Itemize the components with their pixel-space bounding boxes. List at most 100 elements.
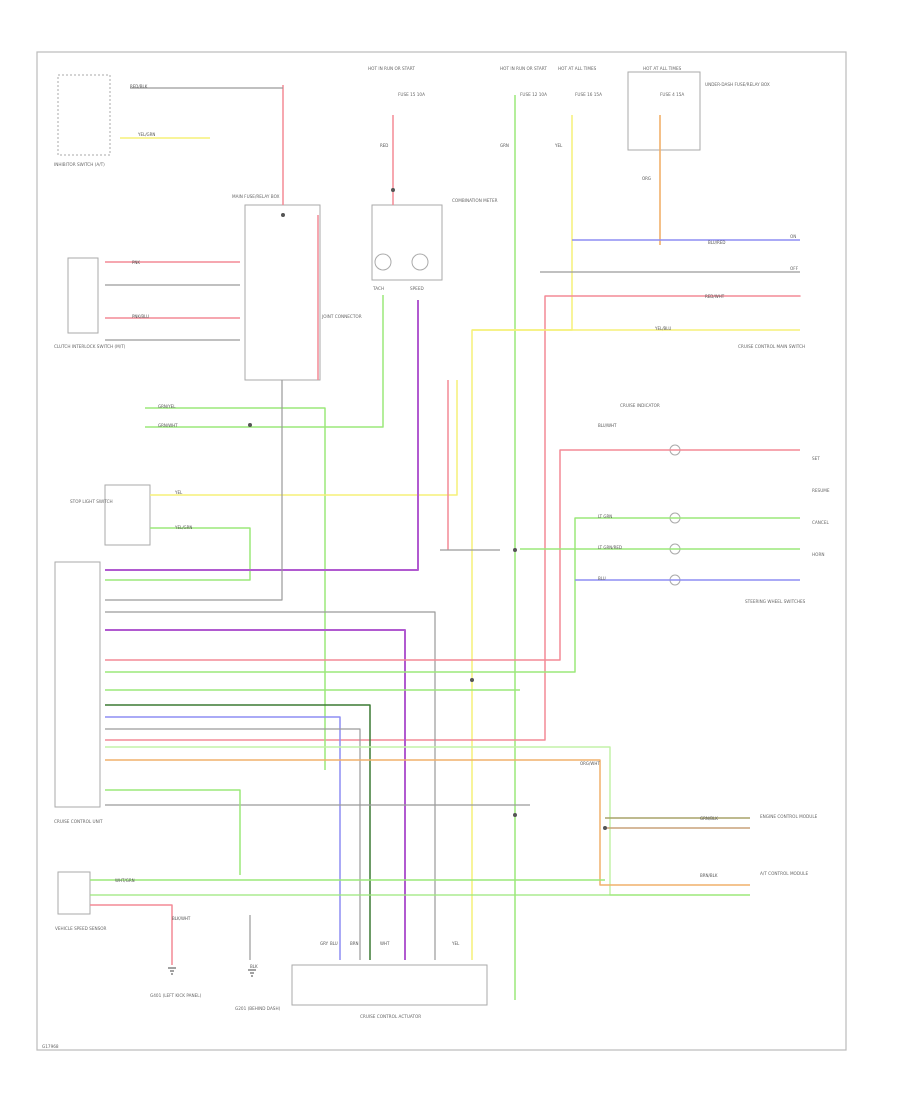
wire-green [145,295,384,428]
wire-blue [105,716,341,960]
cancel-label: CANCEL [812,520,829,525]
speed-label: SPEED [410,286,424,291]
inhibitor-switch-box [57,74,111,156]
set-label: SET [812,456,820,461]
ground-b-icon [248,969,256,977]
cruise-actuator-box [291,964,488,1006]
wire-label: BLU [330,941,338,946]
cruise-actuator-label: CRUISE CONTROL ACTUATOR [360,1014,421,1019]
wire-gray [105,728,361,960]
steering-wheel-label: STEERING WHEEL SWITCHES [745,599,806,604]
diagram-id: G17968 [42,1044,59,1049]
resume-label: RESUME [812,488,830,493]
wire-purple [105,300,419,571]
splice-dot [391,188,395,192]
wire-label: RED/WHT [705,294,725,299]
wire-label: YEL [174,490,183,495]
wire-yellow [471,115,573,960]
speed-gauge-icon [411,253,429,271]
vss-box [57,871,91,915]
tach-label: TACH [372,286,384,291]
combination-meter-box [371,204,443,281]
wire-label: BRN/BLK [700,873,718,878]
ground-a-label: G401 (LEFT KICK PANEL) [150,993,202,998]
wires-layer [90,85,801,1000]
joint-connector-label: JOINT CONNECTOR [321,314,362,319]
fuse-a-sub: FUSE 15 10A [398,92,425,97]
wire-green [145,407,326,770]
splice-dot [281,213,285,217]
wire-label: GRY [320,941,329,946]
wire-green [105,517,800,673]
wire-label: GRN/YEL [158,404,176,409]
wire-label: BLU [598,576,606,581]
wire-label: YEL/BLU [654,326,671,331]
wire-label: RED [380,143,388,148]
ground-a-icon [168,967,176,975]
fuse-d-sub: FUSE 4 15A [660,92,684,97]
wire-label: RED/BLK [130,84,148,89]
combination-meter-2-label: CRUISE INDICATOR [620,403,660,408]
wire-label: ORG [642,176,651,181]
tach-gauge-icon [374,253,392,271]
fuse-a-label: HOT IN RUN OR START [368,66,415,71]
fuse-c-label: HOT AT ALL TIMES [558,66,597,71]
wire-purple [105,629,406,960]
wire-label: YEL/GRN [137,132,155,137]
wire-gray [105,611,436,960]
splice-dot [513,548,517,552]
cruise-control-unit-box [54,561,101,808]
ecm-label: ENGINE CONTROL MODULE [760,814,818,819]
wire-label: BRN [350,941,359,946]
off-label: OFF [790,266,799,271]
wire-green [105,789,241,875]
main-fuse-box-label: MAIN FUSE/RELAY BOX [232,194,280,199]
inhibitor-switch-label: INHIBITOR SWITCH (A/T) [54,162,105,167]
wire-green [105,527,251,581]
ground-b-label: G201 (BEHIND DASH) [235,1006,281,1011]
wire-label: GRN/WHT [158,423,178,428]
main-fuse-box [244,204,321,381]
wire-label: LT GRN/RED [598,545,622,550]
wire-red [90,904,173,965]
tcm-label: A/T CONTROL MODULE [760,871,808,876]
wire-label: GRN [500,143,509,148]
wire-red [105,449,800,661]
wire-label: LT GRN [598,514,612,519]
horn-label: HORN [812,552,825,557]
on-label: ON [790,234,796,239]
wire-label: WHT [380,941,390,946]
wire-lightgreen [105,746,750,896]
splice-dot [248,423,252,427]
wire-label: GRN/BLK [700,816,718,821]
wire-label: PNK/BLU [132,314,149,319]
combination-meter-label: COMBINATION METER [452,198,498,203]
diagram-frame [36,51,847,1051]
splice-dot [513,813,517,817]
clutch-interlock-label: CLUTCH INTERLOCK SWITCH (M/T) [54,344,126,349]
wire-label: YEL [554,143,563,148]
wire-label: PNK [132,260,140,265]
wire-yellow [150,380,458,496]
wire-darkgreen [105,704,371,960]
vss-label: VEHICLE SPEED SENSOR [55,926,107,931]
wire-label: YEL [451,941,460,946]
wire-label: YEL/GRN [174,525,192,530]
wire-label: BLU/RED [708,240,725,245]
stop-light-switch-label: STOP LIGHT SWITCH [70,499,113,504]
wire-gray [105,380,283,601]
wire-label: BLU/WHT [598,423,617,428]
fuse-b-sub: FUSE 12 10A [520,92,547,97]
clutch-interlock-box [67,257,99,334]
splice-dot [470,678,474,682]
wire-red [105,295,801,741]
fuse-d-label: HOT AT ALL TIMES [643,66,682,71]
underdash-fuse-label: UNDER-DASH FUSE/RELAY BOX [705,82,770,87]
fuse-b-label: HOT IN RUN OR START [500,66,547,71]
fuse-c-sub: FUSE 16 15A [575,92,602,97]
wire-label: BLK/WHT [172,916,191,921]
splice-dot [603,826,607,830]
wire-label: BLK [250,964,258,969]
wire-label: ORG/WHT [580,761,600,766]
